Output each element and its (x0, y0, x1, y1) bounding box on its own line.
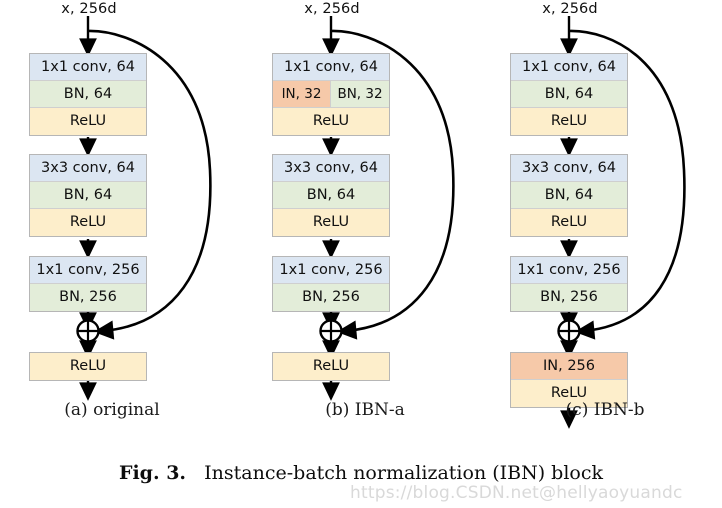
block-group-4-original: ReLU (29, 352, 147, 381)
watermark-text: https://blog.CSDN.net@hellyaoyuandc (350, 483, 683, 503)
layer-cell-batch-norm: BN, 32 (331, 81, 389, 107)
layer-row-conv: 3x3 conv, 64 (511, 155, 627, 182)
column-caption-original: (a) original (64, 400, 160, 420)
layer-row-conv: 3x3 conv, 64 (30, 155, 146, 182)
layer-cell-instance-norm: IN, 32 (273, 81, 331, 107)
layer-row-relu: ReLU (273, 209, 389, 236)
block-group-2-original: 3x3 conv, 64 BN, 64 ReLU (29, 154, 147, 237)
layer-row-conv: 1x1 conv, 64 (273, 54, 389, 81)
block-group-3-ibn-a: 1x1 conv, 256 BN, 256 (272, 256, 390, 312)
input-label-original: x, 256d (61, 1, 117, 17)
layer-row-conv: 1x1 conv, 256 (30, 257, 146, 284)
block-group-1-ibn-b: 1x1 conv, 64 BN, 64 ReLU (510, 53, 628, 136)
input-label-ibn-a: x, 256d (304, 1, 360, 17)
figure-caption-prefix: Fig. 3. (118, 462, 187, 484)
block-group-4-ibn-a: ReLU (272, 352, 390, 381)
layer-row-conv: 1x1 conv, 64 (30, 54, 146, 81)
block-group-1-original: 1x1 conv, 64 BN, 64 ReLU (29, 53, 147, 136)
block-group-4-ibn-b: IN, 256 ReLU (510, 352, 628, 408)
layer-row-bn: BN, 256 (30, 284, 146, 311)
block-group-3-ibn-b: 1x1 conv, 256 BN, 256 (510, 256, 628, 312)
diagram-column-ibn-a: x, 256d 1x1 conv, 64 IN, 32 BN, 32 (243, 0, 483, 430)
layer-row-relu: ReLU (511, 380, 627, 407)
layer-row-relu: ReLU (273, 353, 389, 380)
layer-row-relu: ReLU (30, 209, 146, 236)
figure-caption: Fig. 3. Instance-batch normalization (IB… (0, 462, 722, 484)
input-label-ibn-b: x, 256d (542, 1, 598, 17)
layer-row-relu: ReLU (30, 108, 146, 135)
layer-row-bn: BN, 64 (273, 182, 389, 209)
block-group-3-original: 1x1 conv, 256 BN, 256 (29, 256, 147, 312)
layer-row-conv: 1x1 conv, 256 (273, 257, 389, 284)
column-caption-ibn-b: (c) IBN-b (565, 400, 645, 420)
layer-row-conv: 3x3 conv, 64 (273, 155, 389, 182)
layer-row-relu: ReLU (511, 209, 627, 236)
layer-row-in-bn-split: IN, 32 BN, 32 (273, 81, 389, 108)
arrows-ibn-a (319, 16, 455, 401)
layer-row-instance-norm: IN, 256 (511, 353, 627, 380)
block-group-2-ibn-a: 3x3 conv, 64 BN, 64 ReLU (272, 154, 390, 237)
block-group-1-ibn-a: 1x1 conv, 64 IN, 32 BN, 32 ReLU (272, 53, 390, 136)
layer-row-conv: 1x1 conv, 256 (511, 257, 627, 284)
layer-row-relu: ReLU (511, 108, 627, 135)
figure-caption-text: Instance-batch normalization (IBN) block (204, 462, 604, 484)
diagram-column-ibn-b: x, 256d 1x1 conv, 64 BN, 64 ReLU 3x (481, 0, 721, 430)
layer-row-bn: BN, 64 (30, 182, 146, 209)
layer-row-bn: BN, 256 (511, 284, 627, 311)
layer-row-bn: BN, 64 (511, 81, 627, 108)
layer-row-relu: ReLU (30, 353, 146, 380)
arrows-original (76, 16, 212, 401)
layer-row-bn: BN, 256 (273, 284, 389, 311)
layer-row-conv: 1x1 conv, 64 (511, 54, 627, 81)
block-group-2-ibn-b: 3x3 conv, 64 BN, 64 ReLU (510, 154, 628, 237)
arrows-ibn-b (557, 16, 686, 429)
layer-row-relu: ReLU (273, 108, 389, 135)
diagram-column-original: x, 256d (0, 0, 240, 430)
layer-row-bn: BN, 64 (30, 81, 146, 108)
layer-row-bn: BN, 64 (511, 182, 627, 209)
column-caption-ibn-a: (b) IBN-a (325, 400, 405, 420)
